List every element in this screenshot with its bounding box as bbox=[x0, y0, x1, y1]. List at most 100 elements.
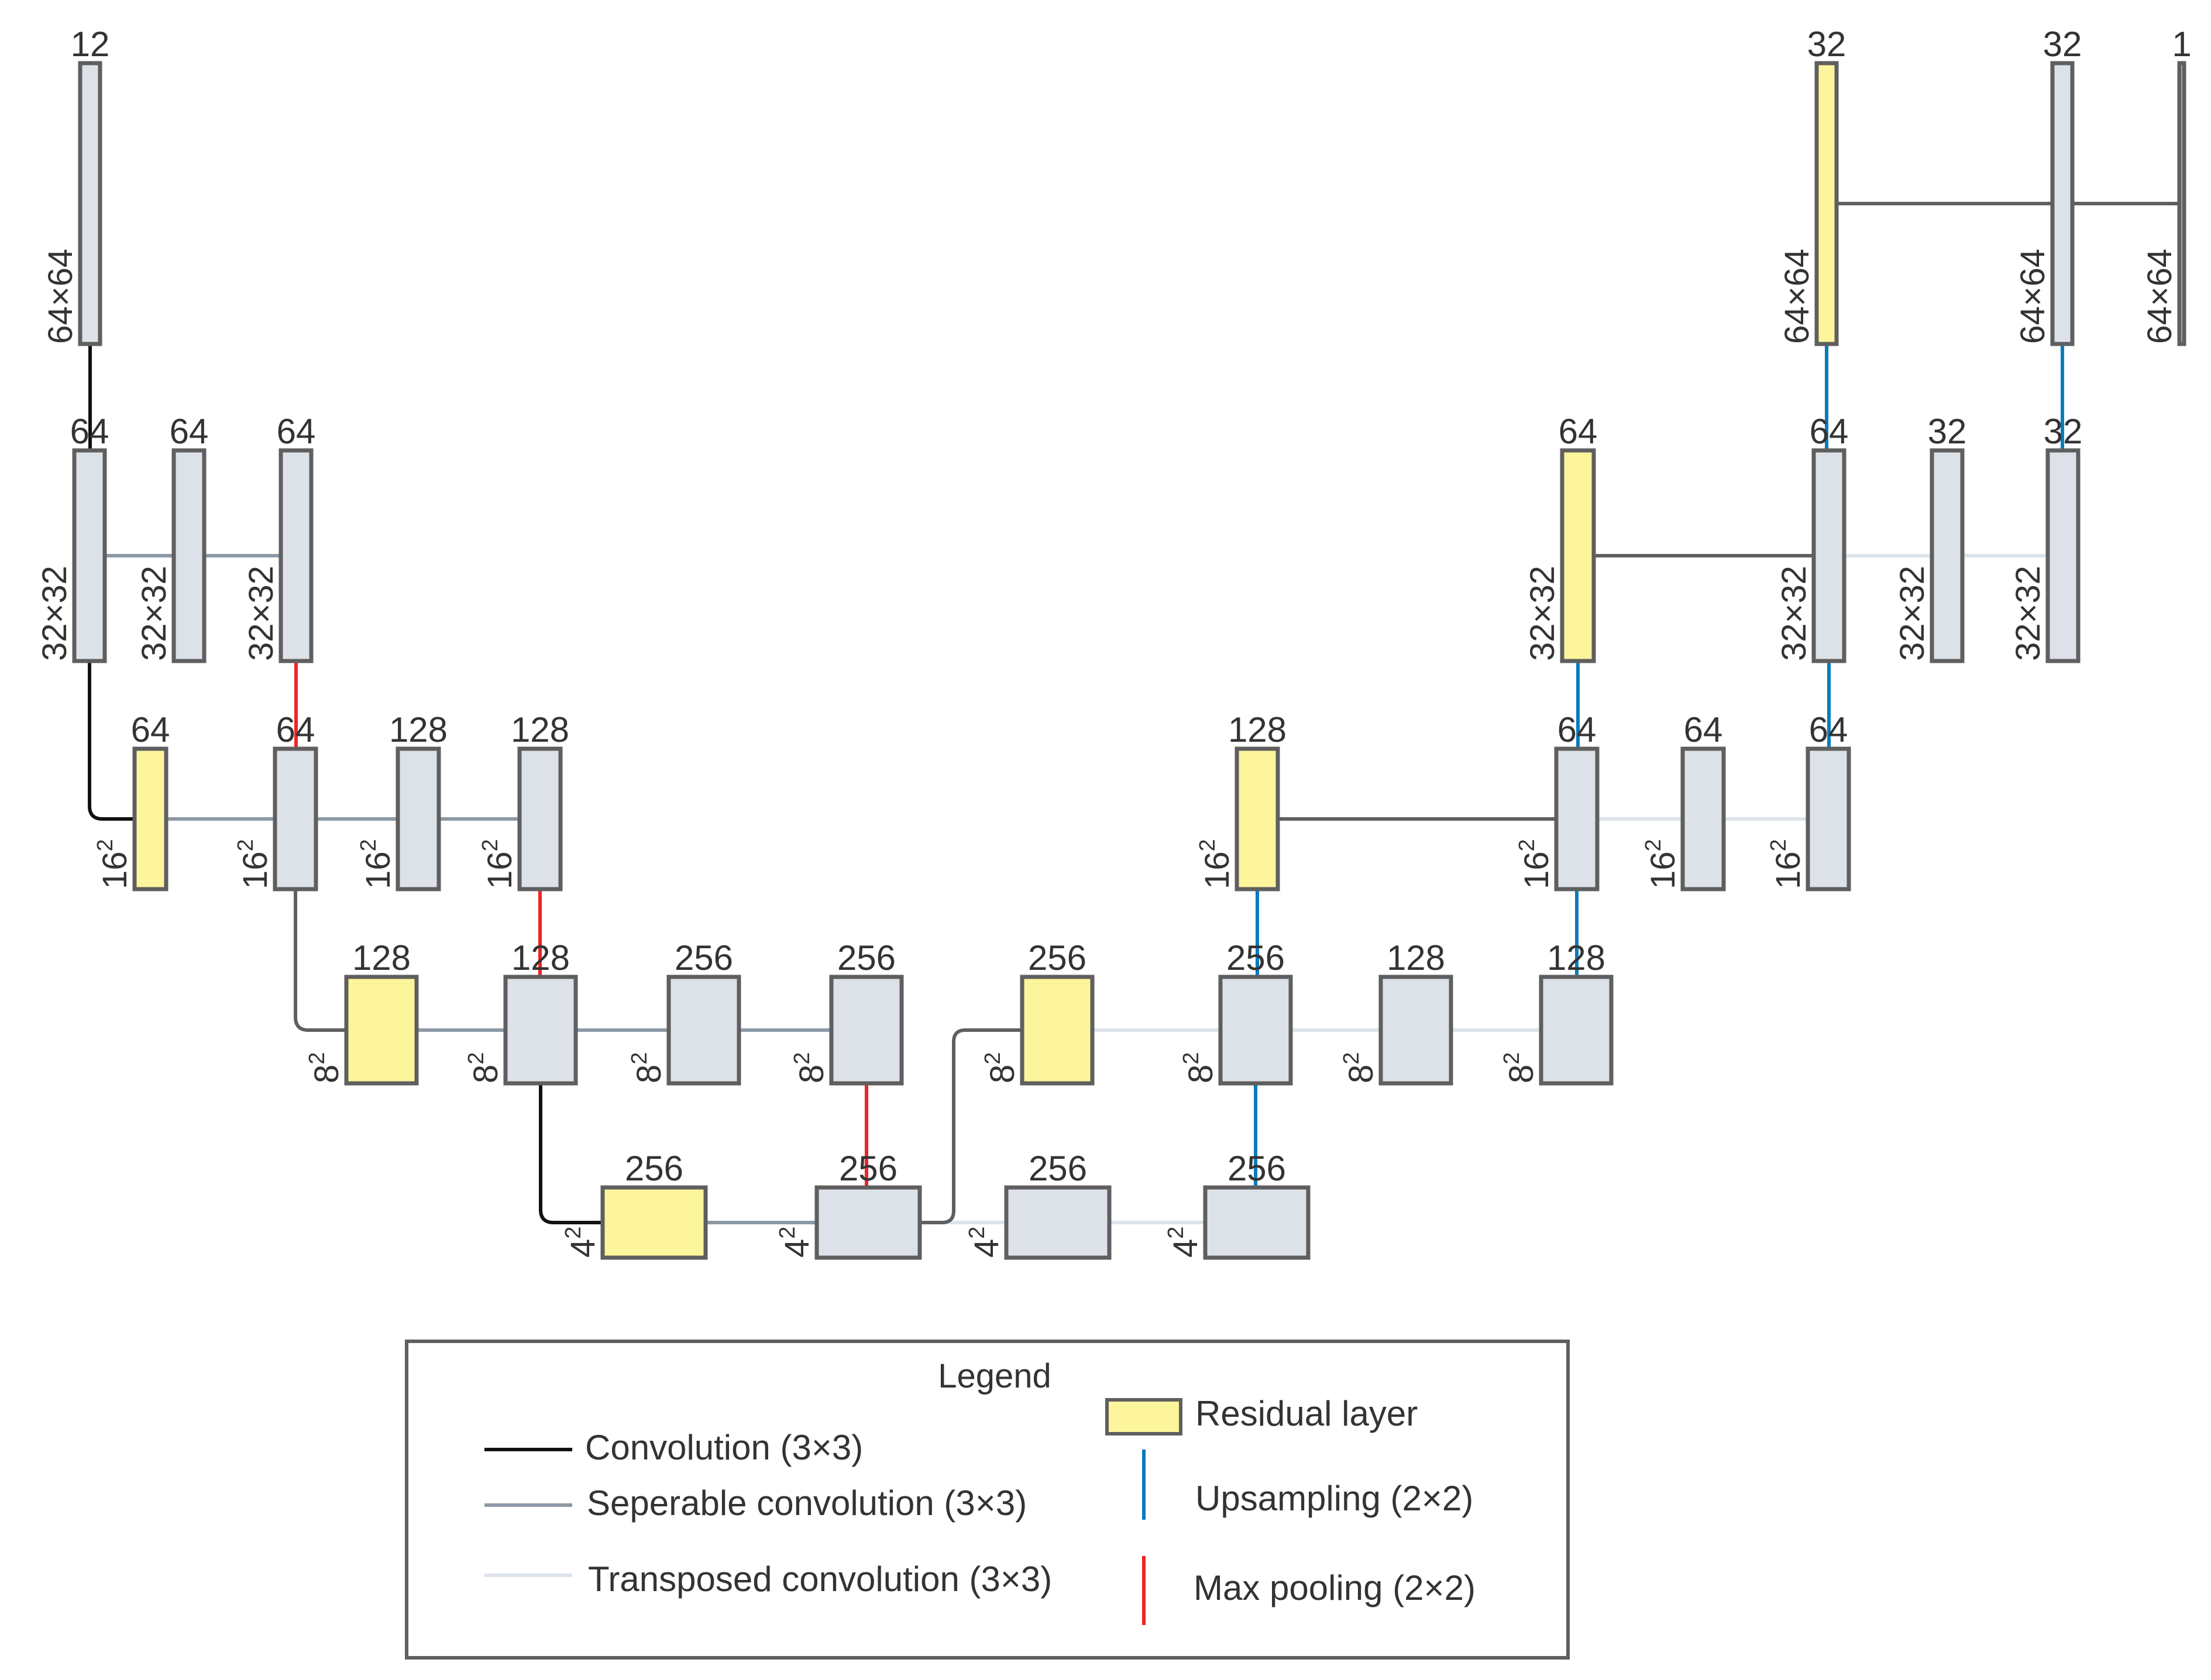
layer-19-channels: 128 bbox=[1547, 938, 1605, 977]
layers-group: 12 64×64 64 32×32 64 32×32 64 32×32 64 162 64 162 12… bbox=[36, 25, 2192, 1260]
legend: Legend Convolution (3×3) Seperable convo… bbox=[405, 1340, 1570, 1660]
layer-15 bbox=[1203, 1185, 1311, 1260]
layer-6 bbox=[396, 746, 441, 891]
layer-2-size: 32×32 bbox=[135, 566, 173, 661]
layer-26-channels: 32 bbox=[1928, 412, 1967, 451]
layer-14-channels: 256 bbox=[1029, 1149, 1087, 1188]
connections-group bbox=[74, 201, 2180, 1225]
layer-3 bbox=[278, 448, 314, 663]
layer-7-size: 162 bbox=[478, 839, 519, 889]
layer-10 bbox=[666, 975, 741, 1086]
layer-14-size: 42 bbox=[965, 1227, 1006, 1258]
legend-up-label: Upsampling (2×2) bbox=[1195, 1479, 1473, 1518]
layer-15-size: 42 bbox=[1164, 1227, 1205, 1258]
layer-20-channels: 128 bbox=[1228, 710, 1287, 749]
layer-21 bbox=[1554, 746, 1600, 891]
layer-23-channels: 64 bbox=[1809, 710, 1848, 749]
layer-10-channels: 256 bbox=[675, 938, 733, 977]
layer-5-channels: 64 bbox=[276, 710, 315, 749]
layer-18-channels: 128 bbox=[1387, 938, 1445, 977]
layer-0-size: 64×64 bbox=[42, 249, 80, 344]
layer-24-channels: 64 bbox=[1559, 412, 1598, 451]
layer-22-size: 162 bbox=[1641, 839, 1682, 889]
layer-29 bbox=[2050, 61, 2075, 346]
layer-13 bbox=[814, 1185, 922, 1260]
legend-pool-label: Max pooling (2×2) bbox=[1194, 1568, 1476, 1607]
layer-0 bbox=[78, 61, 102, 346]
residual-layer-8 bbox=[344, 975, 419, 1086]
layer-7 bbox=[517, 746, 563, 891]
layer-5-size: 162 bbox=[233, 839, 274, 889]
legend-residual-label: Residual layer bbox=[1195, 1394, 1418, 1433]
layer-16-size: 82 bbox=[981, 1052, 1022, 1083]
layer-15-channels: 256 bbox=[1227, 1149, 1286, 1188]
layer-28-channels: 32 bbox=[1807, 25, 1846, 64]
layer-21-channels: 64 bbox=[1557, 710, 1597, 749]
layer-18 bbox=[1378, 975, 1453, 1086]
layer-20-size: 162 bbox=[1195, 839, 1236, 889]
layer-17-channels: 256 bbox=[1226, 938, 1285, 977]
layer-17 bbox=[1218, 975, 1293, 1086]
layer-18-size: 82 bbox=[1339, 1052, 1380, 1083]
legend-sep-label: Seperable convolution (3×3) bbox=[587, 1483, 1027, 1523]
layer-11-size: 82 bbox=[790, 1052, 831, 1083]
layer-14 bbox=[1004, 1185, 1112, 1260]
layer-27 bbox=[2045, 448, 2081, 663]
layer-28-size: 64×64 bbox=[1778, 249, 1816, 344]
layer-23 bbox=[1806, 746, 1851, 891]
layer-5 bbox=[273, 746, 318, 891]
layer-4-channels: 64 bbox=[131, 710, 170, 749]
layer-22-channels: 64 bbox=[1684, 710, 1723, 749]
layer-2-channels: 64 bbox=[170, 412, 209, 451]
residual-layer-28 bbox=[1814, 61, 1839, 346]
layer-11 bbox=[829, 975, 904, 1086]
residual-layer-12 bbox=[600, 1185, 708, 1260]
layer-6-channels: 128 bbox=[389, 710, 448, 749]
layer-22 bbox=[1680, 746, 1726, 891]
layer-13-channels: 256 bbox=[839, 1149, 898, 1188]
conv-arrow-4 bbox=[88, 661, 135, 821]
layer-16-channels: 256 bbox=[1028, 938, 1086, 977]
layer-27-size: 32×32 bbox=[2009, 566, 2047, 661]
layer-7-channels: 128 bbox=[511, 710, 569, 749]
residual-layer-24 bbox=[1560, 448, 1596, 663]
layer-26-size: 32×32 bbox=[1893, 566, 1931, 661]
residual-layer-16 bbox=[1020, 975, 1095, 1086]
layer-12-channels: 256 bbox=[625, 1149, 683, 1188]
layer-29-size: 64×64 bbox=[2014, 249, 2052, 344]
layer-23-size: 162 bbox=[1766, 839, 1807, 889]
skip-arrow-9 bbox=[294, 889, 347, 1032]
layer-29-channels: 32 bbox=[2043, 25, 2082, 64]
layer-3-channels: 64 bbox=[277, 412, 316, 451]
layer-12-size: 42 bbox=[561, 1227, 602, 1258]
skip-arrow-18 bbox=[920, 1028, 1023, 1224]
residual-layer-4 bbox=[132, 746, 169, 891]
residual-layer-20 bbox=[1235, 746, 1280, 891]
layer-24-size: 32×32 bbox=[1524, 566, 1562, 661]
layer-26 bbox=[1930, 448, 1965, 663]
layer-13-size: 42 bbox=[775, 1227, 816, 1258]
layer-1-size: 32×32 bbox=[36, 566, 74, 661]
layer-4-size: 162 bbox=[93, 839, 134, 889]
layer-6-size: 162 bbox=[356, 839, 397, 889]
layer-19 bbox=[1539, 975, 1614, 1086]
layer-10-size: 82 bbox=[627, 1052, 668, 1083]
layer-3-size: 32×32 bbox=[242, 566, 280, 661]
layer-9 bbox=[503, 975, 578, 1086]
layer-2 bbox=[171, 448, 207, 663]
conv-arrow-14 bbox=[539, 1083, 603, 1225]
layer-1-channels: 64 bbox=[70, 412, 109, 451]
legend-box bbox=[405, 1340, 1570, 1660]
layer-25-channels: 64 bbox=[1810, 412, 1849, 451]
layer-21-size: 162 bbox=[1515, 839, 1556, 889]
layer-1 bbox=[72, 448, 107, 663]
legend-residual-swatch bbox=[1105, 1398, 1182, 1435]
layer-30 bbox=[2177, 61, 2186, 346]
layer-27-channels: 32 bbox=[2044, 412, 2083, 451]
layer-8-size: 82 bbox=[305, 1052, 346, 1083]
layer-0-channels: 12 bbox=[71, 25, 110, 64]
legend-conv-label: Convolution (3×3) bbox=[585, 1428, 863, 1467]
layer-25-size: 32×32 bbox=[1775, 566, 1813, 661]
layer-19-size: 82 bbox=[1500, 1052, 1541, 1083]
layer-11-channels: 256 bbox=[837, 938, 896, 977]
